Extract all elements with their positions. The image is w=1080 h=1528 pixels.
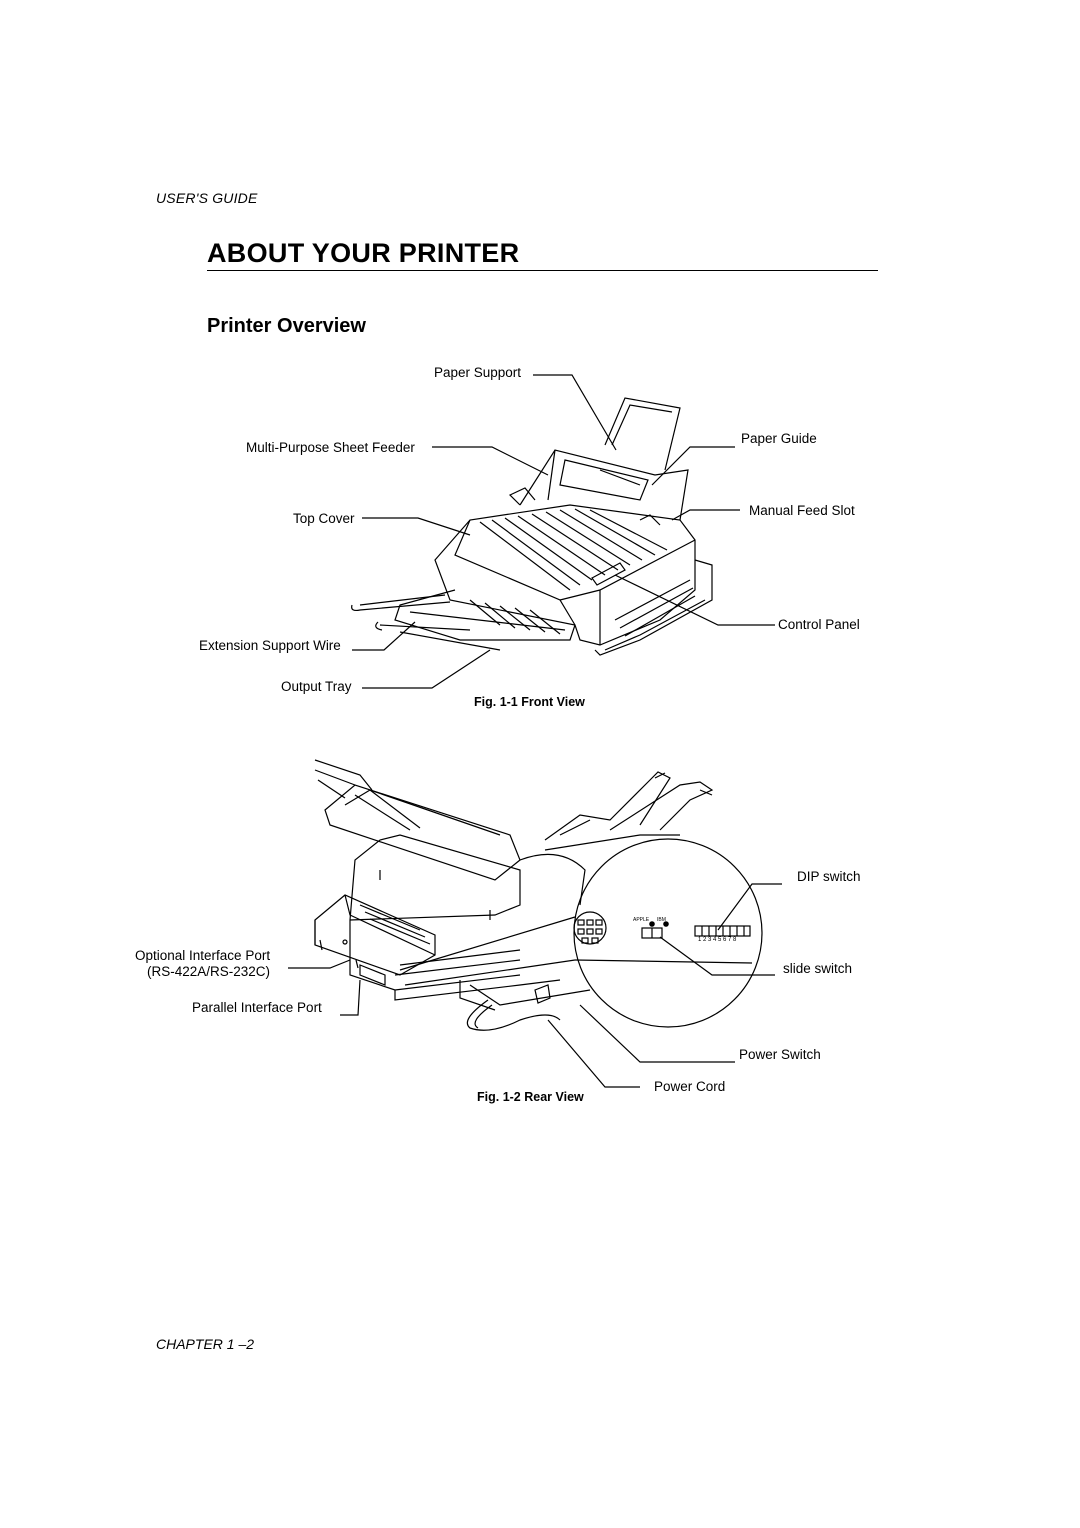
label-slide-switch: slide switch	[783, 961, 853, 976]
figure-caption-rear-view: Fig. 1-2 Rear View	[477, 1090, 584, 1104]
label-parallel-interface-port: Parallel Interface Port	[192, 1000, 322, 1015]
label-control-panel: Control Panel	[778, 617, 860, 632]
label-dip-numbers: 1 2 3 4 5 6 7 8	[698, 937, 737, 943]
label-extension-support-wire: Extension Support Wire	[199, 638, 341, 653]
label-paper-support: Paper Support	[434, 365, 522, 380]
label-manual-feed-slot: Manual Feed Slot	[749, 503, 855, 518]
section-title: Printer Overview	[207, 315, 366, 337]
label-multi-purpose-sheet-feeder: Multi-Purpose Sheet Feeder	[246, 440, 415, 455]
chapter-title: ABOUT YOUR PRINTER	[207, 238, 520, 268]
chapter-page-footer: CHAPTER 1 –2	[156, 1336, 255, 1352]
front-view-illustration	[351, 374, 775, 689]
label-optional-interface-port: Optional Interface Port	[135, 948, 271, 963]
title-underline	[207, 270, 878, 271]
figure-caption-front-view: Fig. 1-1 Front View	[474, 695, 585, 709]
label-ibm-mode: IBM	[657, 917, 666, 923]
users-guide-header: USER'S GUIDE	[156, 190, 258, 206]
label-paper-guide: Paper Guide	[741, 431, 817, 446]
label-dip-switch: DIP switch	[797, 869, 861, 884]
label-power-cord: Power Cord	[654, 1079, 726, 1094]
label-top-cover: Top Cover	[293, 511, 355, 526]
label-rs-ports: (RS-422A/RS-232C)	[147, 964, 271, 979]
rear-view-illustration	[288, 759, 782, 1088]
label-output-tray: Output Tray	[281, 679, 352, 694]
label-power-switch: Power Switch	[739, 1047, 821, 1062]
label-apple-mode: APPLE	[633, 917, 650, 923]
